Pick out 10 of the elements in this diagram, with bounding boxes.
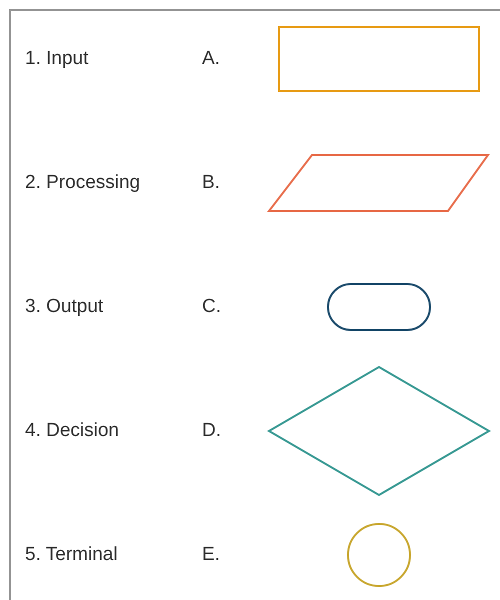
term-label: 2. Processing [25,173,140,192]
option-letter: D. [202,421,221,440]
term-label: 1. Input [25,49,88,68]
option-letter: C. [202,297,221,316]
option-letter: E. [202,545,220,564]
option-letter: A. [202,49,220,68]
term-label: 5. Terminal [25,545,118,564]
option-letter: B. [202,173,220,192]
term-label: 3. Output [25,297,104,316]
term-label: 4. Decision [25,421,119,440]
